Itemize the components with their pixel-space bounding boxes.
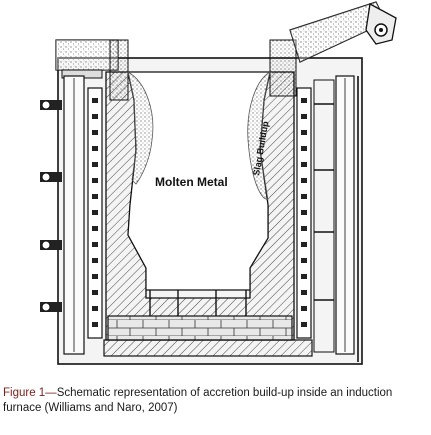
lid-hinge: [365, 2, 397, 45]
slag-buildup-right: [247, 71, 271, 201]
slag-buildup-left: [127, 71, 154, 185]
caption-text: Schematic representation of accretion bu…: [3, 387, 393, 414]
left-terminals: [40, 100, 62, 312]
furnace-diagram: Molten Metal Slag Buildup: [40, 1, 397, 365]
top-refractory: [55, 1, 387, 101]
left-induction-coil: [87, 87, 103, 339]
caption-lead: Figure 1—: [3, 387, 57, 399]
brick-base: [107, 315, 293, 341]
right-induction-coil: [296, 87, 312, 339]
molten-metal-label: Molten Metal: [155, 175, 228, 189]
bottom-lining: [103, 339, 313, 357]
figure-caption: Figure 1—Schematic representation of acc…: [3, 386, 427, 416]
right-frame: [313, 79, 335, 353]
